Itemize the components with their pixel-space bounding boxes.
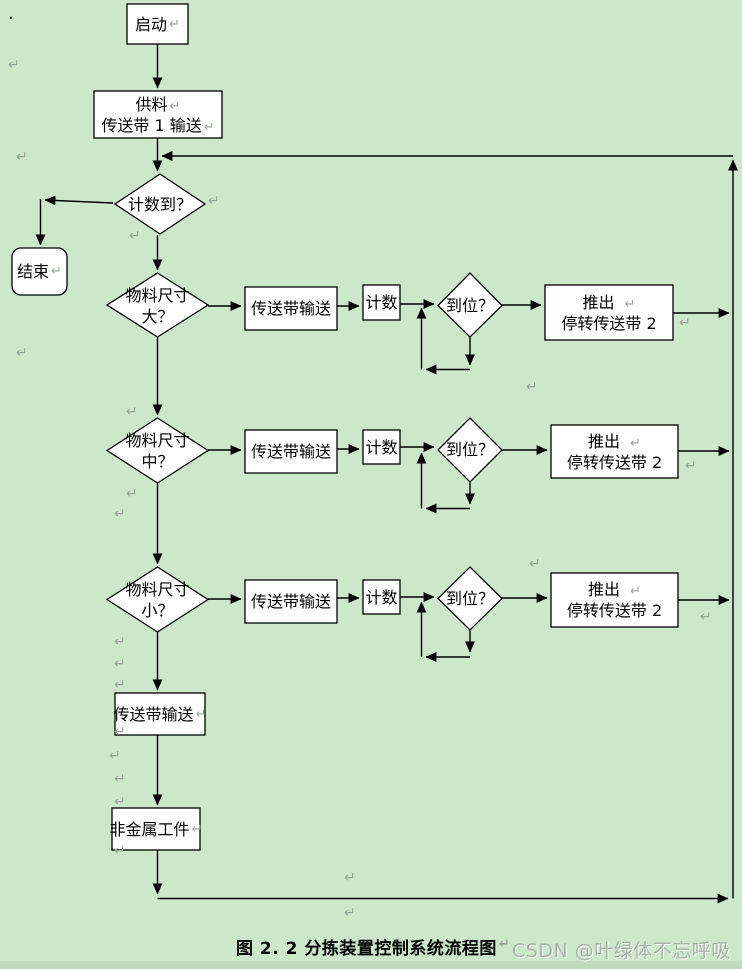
push-r2-line1: 推出↵ — [588, 431, 641, 451]
paragraph-mark: ↵ — [344, 870, 356, 886]
count-r1-shape — [362, 284, 401, 321]
conveyor-r1-shape — [244, 286, 338, 331]
push-r1-line1: 推出↵ — [582, 292, 636, 312]
feed-label: 供料↵ 传送带 1 输送↵ — [94, 91, 222, 138]
conveyor-r3-shape — [244, 579, 338, 624]
paragraph-mark: ↵ — [195, 706, 207, 722]
paragraph-mark: ↵ — [679, 315, 691, 331]
count-r2-label: 计数 — [365, 437, 398, 457]
paragraph-mark: ↵ — [169, 98, 181, 114]
end-label: 结束↵ — [17, 262, 62, 281]
size-medium-line1: 物料尺寸 — [125, 430, 190, 450]
size-small-decision-shape — [105, 566, 210, 633]
paragraph-mark: ↵ — [203, 119, 215, 135]
start-label: 启动↵ — [127, 4, 188, 44]
inplace-r1-label: 到位？ — [445, 296, 494, 315]
paragraph-mark: ↵ — [114, 656, 126, 672]
paragraph-mark: ↵ — [114, 634, 126, 650]
push-r1-shape — [544, 284, 674, 341]
feed-line2: 传送带 1 输送↵ — [101, 115, 215, 135]
size-small-label: 物料尺寸 小？ — [105, 571, 210, 628]
conveyor-r2-label: 传送带输送 — [250, 442, 331, 461]
conveyor-bottom-label: 传送带输送↵ — [113, 704, 207, 724]
paragraph-mark: ↵ — [129, 228, 141, 244]
count-r2-shape — [362, 429, 401, 465]
watermark: CSDN @叶绿体不忘呼吸 — [512, 940, 731, 962]
paragraph-mark: ↵ — [109, 748, 121, 764]
size-medium-label: 物料尺寸 中？ — [105, 422, 210, 479]
push-r1-line2: 停转传送带 2 — [561, 313, 657, 333]
figure-caption-text: 图 2. 2 分拣装置控制系统流程图 — [236, 939, 497, 959]
feed-node-shape — [93, 90, 223, 139]
size-small-line2: 小？ — [141, 600, 174, 620]
paragraph-mark: ↵ — [126, 404, 138, 420]
push-r3-line1: 推出↵ — [588, 580, 641, 599]
paragraph-mark: ↵ — [630, 435, 641, 451]
paragraph-mark: ↵ — [526, 379, 538, 395]
paragraph-mark: ↵ — [16, 345, 28, 361]
push-r1-label: 推出↵ 停转传送带 2 — [545, 285, 673, 340]
paragraph-mark: ↵ — [51, 264, 62, 279]
paragraph-mark: ↵ — [114, 724, 126, 740]
nonmetal-shape — [111, 807, 201, 851]
push-r3-label: 推出↵ 停转传送带 2 — [551, 573, 678, 627]
conveyor-bottom-shape — [114, 692, 206, 736]
end-node-shape — [11, 247, 68, 296]
count-decision-shape — [113, 173, 207, 235]
nonmetal-label: 非金属工件↵ — [109, 819, 203, 839]
start-node-shape — [126, 3, 189, 45]
size-medium-line2: 中？ — [141, 451, 174, 471]
paragraph-mark: ↵ — [529, 556, 541, 572]
paragraph-mark: ↵ — [498, 937, 511, 952]
start-text: 启动 — [135, 14, 168, 34]
paragraph-mark: ↵ — [8, 57, 20, 73]
stray-dot: · — [8, 8, 14, 29]
size-large-line1: 物料尺寸 — [125, 285, 190, 305]
size-large-line2: 大？ — [141, 306, 174, 326]
push-r3-shape — [550, 572, 679, 628]
count-decision-label: 计数到？ — [127, 194, 192, 214]
size-medium-decision-shape — [105, 417, 210, 484]
paragraph-mark: ↵ — [191, 821, 203, 837]
inplace-r3-label: 到位？ — [445, 589, 494, 608]
bottom-edge-strip — [0, 961, 742, 969]
paragraph-mark: ↵ — [169, 16, 180, 32]
push-r3-line2: 停转传送带 2 — [566, 601, 663, 620]
connector-count-endcorner — [44, 195, 114, 206]
paragraph-mark: ↵ — [126, 486, 138, 502]
paragraph-mark: ↵ — [114, 677, 126, 693]
paragraph-mark: ↵ — [114, 794, 126, 810]
paragraph-mark: ↵ — [700, 609, 712, 625]
size-small-line1: 物料尺寸 — [125, 579, 190, 599]
conveyor-r2-shape — [244, 429, 338, 474]
conveyor-r1-label: 传送带输送 — [250, 299, 331, 318]
count-r3-label: 计数 — [365, 587, 398, 607]
count-r3-shape — [362, 579, 401, 615]
inplace-r1-decision-shape — [437, 272, 503, 338]
paragraph-mark: ↵ — [114, 506, 126, 522]
size-large-decision-shape — [105, 272, 210, 338]
paragraph-mark: ↵ — [630, 584, 641, 599]
figure-caption: 图 2. 2 分拣装置控制系统流程图↵ — [236, 934, 510, 959]
push-r2-line2: 停转传送带 2 — [566, 452, 663, 472]
paragraph-mark: ↵ — [208, 193, 220, 209]
paragraph-mark: ↵ — [16, 149, 28, 165]
paragraph-mark: ↵ — [685, 458, 697, 474]
push-r2-label: 推出↵ 停转传送带 2 — [551, 425, 678, 478]
count-r1-label: 计数 — [365, 293, 398, 312]
conveyor-r3-label: 传送带输送 — [250, 592, 331, 611]
paragraph-mark: ↵ — [344, 905, 356, 921]
size-large-label: 物料尺寸 大？ — [105, 277, 210, 334]
feed-line1: 供料↵ — [135, 94, 181, 114]
inplace-r3-decision-shape — [437, 566, 503, 631]
inplace-r2-decision-shape — [437, 417, 503, 483]
paragraph-mark: ↵ — [114, 843, 126, 859]
paragraph-mark: ↵ — [114, 771, 126, 787]
paragraph-mark: ↵ — [624, 296, 636, 312]
push-r2-shape — [550, 424, 679, 479]
inplace-r2-label: 到位？ — [445, 440, 494, 459]
